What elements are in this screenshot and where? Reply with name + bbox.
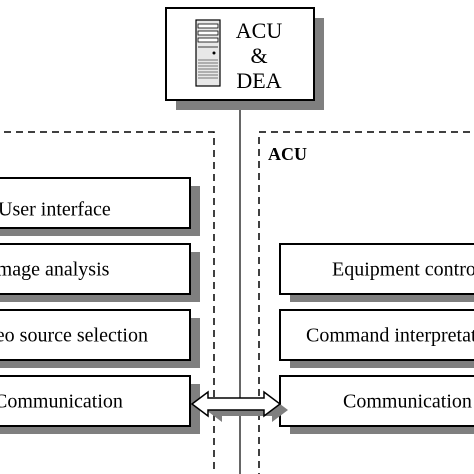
left-module-communication: Communication xyxy=(0,375,200,434)
right-module-communication: Communication xyxy=(279,375,474,434)
left-module-image-analysis: Image analysis xyxy=(0,243,200,302)
right-group-border xyxy=(258,131,474,474)
right-module-label: Command interpretation xyxy=(306,325,474,347)
right-module-label: Communication xyxy=(343,391,472,413)
top-node-line3: DEA xyxy=(236,68,281,93)
right-module-label: Equipment control xyxy=(332,259,474,281)
left-module-video-source-selection: Video source selection xyxy=(0,309,200,368)
left-module-label: Image analysis xyxy=(0,259,110,281)
top-node-line1: ACU xyxy=(236,18,283,43)
right-group-title: ACU xyxy=(268,144,307,164)
left-group-border xyxy=(0,131,215,474)
server-tower-icon xyxy=(195,19,221,87)
right-module-command-interpretation: Command interpretation xyxy=(279,309,474,368)
left-module-label: Video source selection xyxy=(0,325,148,347)
right-module-equipment-control: Equipment control xyxy=(279,243,474,302)
left-module-user-interface: User interface xyxy=(0,177,200,236)
top-node: ACU & DEA xyxy=(165,7,324,110)
left-module-label: Communication xyxy=(0,391,123,413)
double-arrow-icon xyxy=(190,390,288,422)
left-module-label: User interface xyxy=(0,199,111,221)
top-node-line2: & xyxy=(250,43,267,68)
